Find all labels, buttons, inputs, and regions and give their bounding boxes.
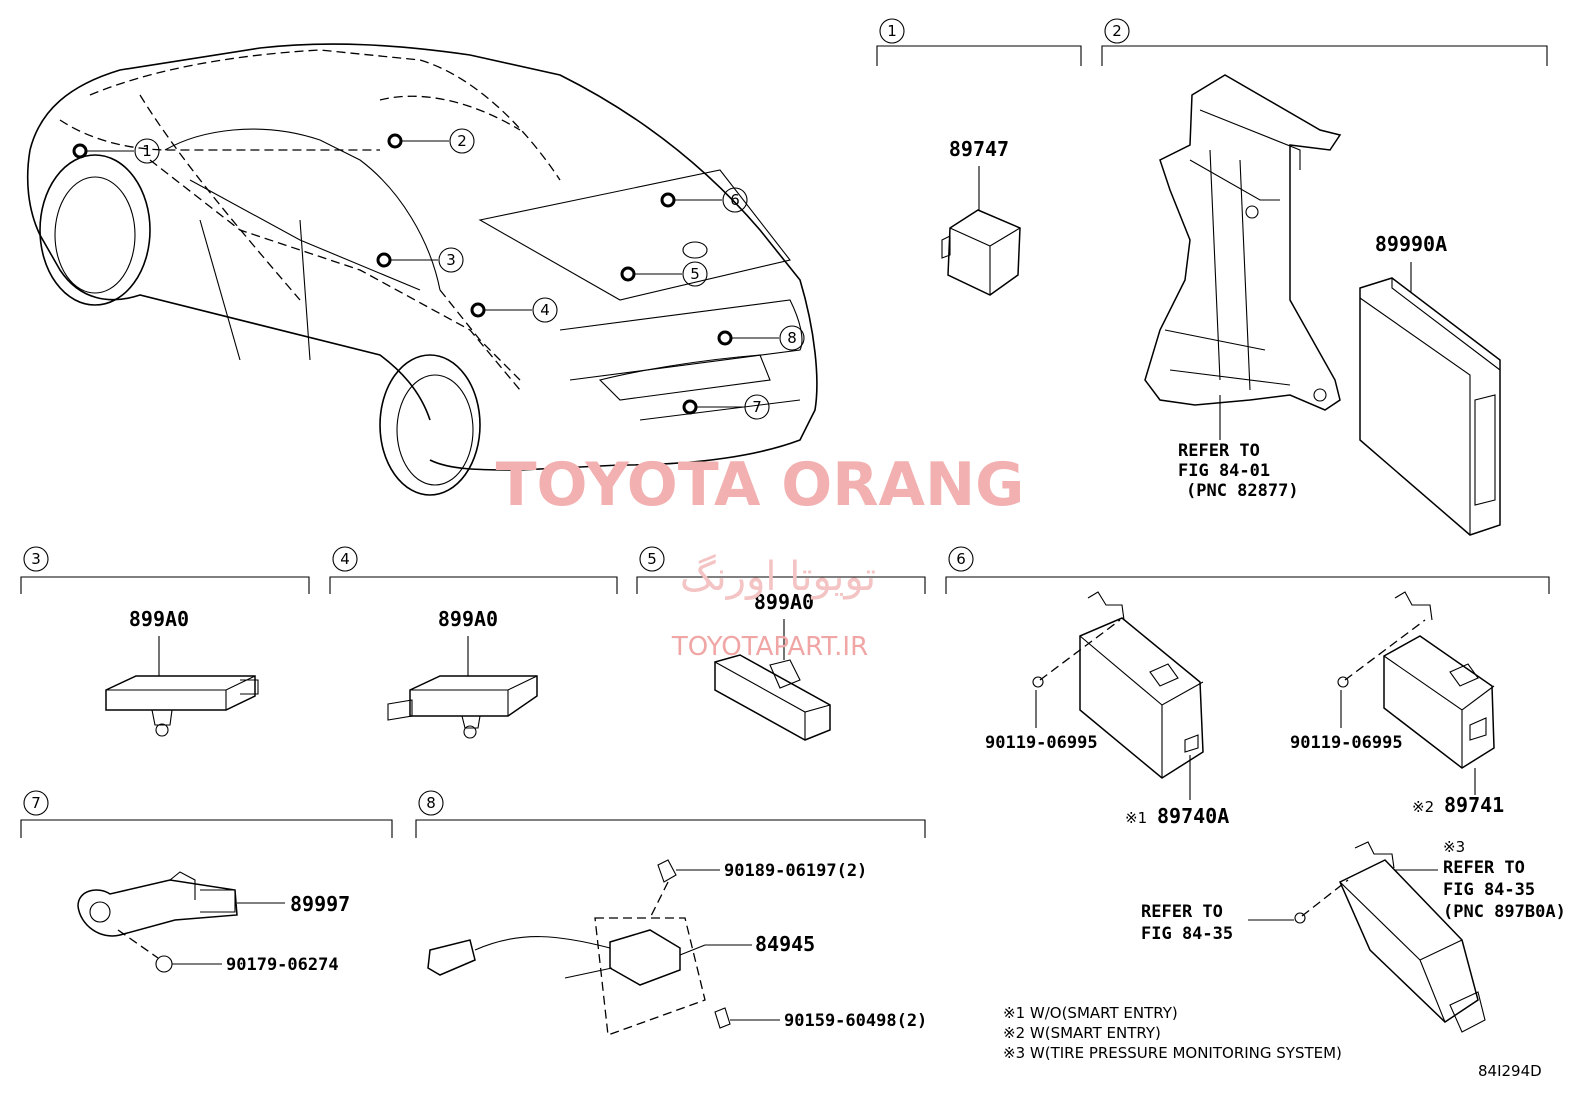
section-3-part: 899A0: [105, 607, 259, 737]
callout-4: 4: [540, 301, 550, 319]
callout-5: 5: [690, 265, 700, 283]
car-illustration: 1 2 3 4 5 6 7 8: [26, 43, 818, 496]
section-8-parts: 90189-06197(2) 84945 90159-60498(2): [427, 859, 927, 1036]
section-7-parts: 89997 90179-06274: [77, 871, 350, 975]
callout-2: 2: [457, 132, 467, 150]
part-84945-label: 84945: [755, 932, 815, 956]
callout-7: 7: [752, 398, 762, 416]
callout-1: 1: [142, 142, 152, 160]
part-899a0-label-s4: 899A0: [438, 607, 498, 631]
refer-897b0a-mark: ※3: [1443, 838, 1465, 856]
section-5-number: 5: [647, 550, 657, 568]
part-89741-mark: ※2: [1412, 798, 1434, 816]
bolt-90119-06995-b-label: 90119-06995: [1290, 733, 1403, 753]
part-89740a-mark: ※1: [1125, 809, 1147, 827]
refer-fig-84-35-a-line3: (PNC 897B0A): [1443, 902, 1566, 922]
note-2: ※2 W(SMART ENTRY): [1003, 1024, 1161, 1042]
refer-fig-84-35-a-line1: REFER TO: [1443, 858, 1525, 878]
section-2-parts: REFER TO FIG 84-01 (PNC 82877) 89990A: [1144, 74, 1501, 536]
part-89990a-label: 89990A: [1375, 232, 1447, 256]
section-5-part: 899A0: [714, 590, 831, 741]
refer-fig-84-35-a-line2: FIG 84-35: [1443, 880, 1535, 900]
refer-fig-84-35-b-line2: FIG 84-35: [1141, 924, 1233, 944]
callout-markers: [72, 133, 779, 415]
clip-90179-06274-label: 90179-06274: [226, 955, 339, 975]
refer-fig-84-01-line3: (PNC 82877): [1186, 481, 1299, 501]
watermark: TOYOTA ORANG تویوتا اورنگ TOYOTAPART.IR: [496, 450, 1025, 662]
callout-8: 8: [787, 329, 797, 347]
section-8-number: 8: [426, 794, 436, 812]
refer-fig-84-35-b-line1: REFER TO: [1141, 902, 1223, 922]
nut-90189-06197-label: 90189-06197(2): [724, 861, 867, 881]
section-1-part: 89747: [941, 137, 1021, 296]
refer-fig-84-01-line2: FIG 84-01: [1178, 461, 1270, 481]
part-89747-label: 89747: [949, 137, 1009, 161]
note-1: ※1 W/O(SMART ENTRY): [1003, 1004, 1178, 1022]
callout-3: 3: [446, 251, 456, 269]
section-6-number: 6: [956, 550, 966, 568]
part-899a0-label-s5: 899A0: [754, 590, 814, 614]
part-89740a-label: 89740A: [1157, 804, 1229, 828]
refer-fig-84-01-line1: REFER TO: [1178, 441, 1260, 461]
part-89741-label: 89741: [1444, 793, 1504, 817]
note-3: ※3 W(TIRE PRESSURE MONITORING SYSTEM): [1003, 1044, 1342, 1062]
section-3-number: 3: [31, 550, 41, 568]
callout-6: 6: [730, 191, 740, 209]
part-899a0-label-s3: 899A0: [129, 607, 189, 631]
watermark-title: TOYOTA ORANG: [496, 450, 1025, 520]
part-89997-label: 89997: [290, 892, 350, 916]
watermark-persian: تویوتا اورنگ: [680, 554, 876, 600]
section-4-part: 899A0: [387, 607, 538, 739]
footnotes: ※1 W/O(SMART ENTRY) ※2 W(SMART ENTRY) ※3…: [1003, 1004, 1542, 1080]
section-2-number: 2: [1112, 22, 1122, 40]
section-6-parts: 90119-06995 ※1 89740A 90119-06995 ※2 897…: [985, 591, 1566, 1033]
screw-90159-60498-label: 90159-60498(2): [784, 1011, 927, 1031]
section-4-number: 4: [340, 550, 350, 568]
section-7-number: 7: [31, 794, 41, 812]
watermark-url: TOYOTAPART.IR: [671, 632, 868, 662]
figure-code: 84I294D: [1478, 1062, 1542, 1080]
section-brackets: 1 2 3 4 5 6 7 8: [20, 18, 1550, 838]
bolt-90119-06995-a-label: 90119-06995: [985, 733, 1098, 753]
section-1-number: 1: [887, 22, 897, 40]
callout-circles: 1 2 3 4 5 6 7 8: [134, 128, 805, 420]
